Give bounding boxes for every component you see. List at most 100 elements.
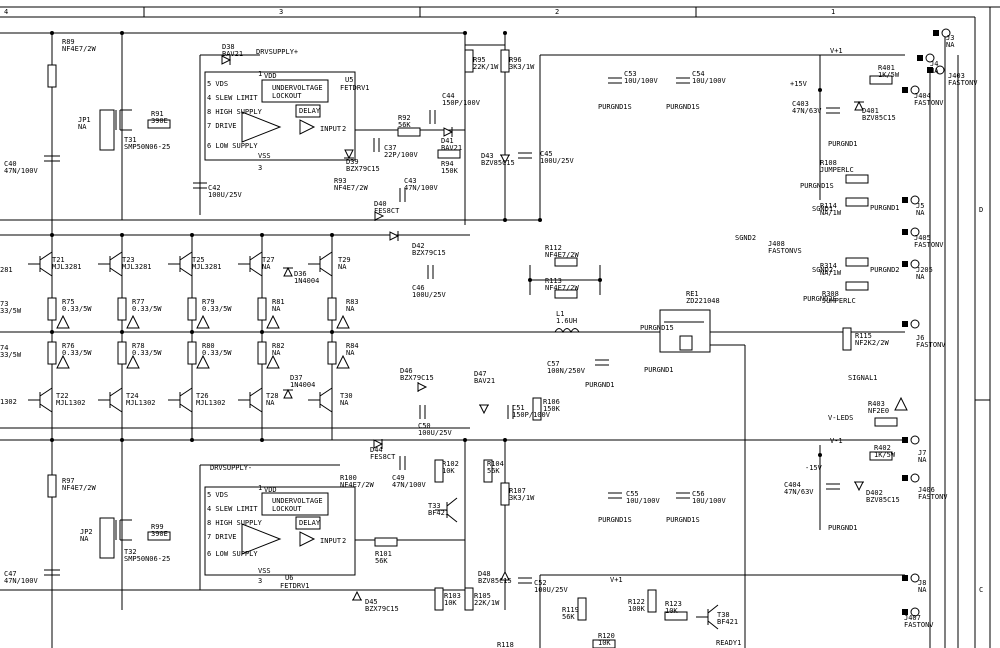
ic-ref: U6	[285, 574, 293, 582]
ic-pin: 5 VDS	[207, 80, 228, 88]
component-value: NA/1W	[820, 269, 842, 277]
component-ref: C46	[412, 284, 425, 292]
connector-value: NA	[916, 273, 925, 281]
component-value: NA	[78, 123, 87, 131]
component-ref: C50	[418, 422, 431, 430]
ic-uvlo: UNDERVOLTAGE	[272, 84, 323, 92]
component-ref: D42	[412, 242, 425, 250]
component-ref: C49	[392, 474, 405, 482]
connector-ref: J405	[914, 234, 931, 242]
component-ref: D402	[866, 489, 883, 497]
component-value: 10K	[442, 467, 455, 475]
component-ref: C403	[792, 100, 809, 108]
ic-pin: 5 VDS	[207, 491, 228, 499]
component-ref: D45	[365, 598, 378, 606]
component-value: MJL1302	[196, 399, 226, 407]
component-ref: 74	[0, 344, 8, 352]
component-value: 100U/25V	[412, 291, 447, 299]
connector-terminal-icon	[910, 195, 920, 205]
connector-ref: J205	[916, 266, 933, 274]
net-label: V+1	[610, 576, 623, 584]
component-value: 10U/100V	[626, 497, 661, 505]
component-value: 150K	[543, 405, 561, 413]
component-value: JUMPERLC	[822, 297, 856, 305]
net-label: SGND1	[812, 205, 833, 213]
component-ref: PURGND1	[644, 366, 674, 374]
component-value: 1K/5W	[874, 451, 896, 459]
component-ref: PURGND1S	[598, 516, 632, 524]
component-value: 56K	[398, 121, 411, 129]
component-value: NA	[340, 399, 349, 407]
ic-pin-number: 3	[258, 577, 262, 585]
ic-pin-number: 2	[342, 125, 346, 133]
component-ref: PURGND1	[828, 140, 858, 148]
component-value: 100K	[628, 605, 646, 613]
component-ref: T27	[262, 256, 275, 264]
component-ref: R96	[509, 56, 522, 64]
component-value: NF4E7/2W	[62, 45, 97, 53]
component-ref: R401	[878, 64, 895, 72]
component-ref: R84	[346, 342, 359, 350]
component-value: NA	[266, 399, 275, 407]
component-value: 47N/100V	[404, 184, 439, 192]
component-value: NA	[346, 349, 355, 357]
component-ref: D38	[222, 43, 235, 51]
net-label: +15V	[790, 80, 808, 88]
component-value: MJL1302	[56, 399, 86, 407]
ic-pin-number: 1	[258, 484, 262, 492]
component-ref: R113	[545, 277, 562, 285]
ic-delay: DELAY	[299, 519, 321, 527]
component-value: NF2E0	[868, 407, 889, 415]
component-ref: R123	[665, 600, 682, 608]
warning-triangle-icon	[126, 314, 140, 329]
component-value: 10U/100V	[692, 77, 727, 85]
net-label: PURGND15	[640, 324, 674, 332]
component-ref: C404	[784, 481, 801, 489]
connector-value: NA	[946, 41, 955, 49]
component-ref: C44	[442, 92, 455, 100]
component-ref: R120	[598, 632, 615, 640]
component-value: 0.33/5W	[202, 349, 232, 357]
warning-triangle-icon	[196, 314, 210, 329]
component-ref: D39	[346, 158, 359, 166]
component-value: BAV21	[441, 144, 462, 152]
component-ref: R104	[487, 460, 504, 468]
ic-uvlo: LOCKOUT	[272, 505, 302, 513]
connector-terminal-icon	[910, 319, 920, 329]
component-ref: C43	[404, 177, 417, 185]
component-value: 10U/100V	[624, 77, 659, 85]
connector-ref: J406	[918, 486, 935, 494]
component-ref: T22	[56, 392, 69, 400]
component-value: 100N/250V	[547, 367, 586, 375]
component-value: MJL3281	[192, 263, 222, 271]
component-ref: T29	[338, 256, 351, 264]
component-value: 10K	[444, 599, 457, 607]
component-ref: R93	[334, 177, 347, 185]
component-value: FES8CT	[374, 207, 400, 215]
component-ref: C57	[547, 360, 560, 368]
component-ref: R114	[820, 202, 837, 210]
ic-input: INPUT	[320, 125, 342, 133]
net-label: V+1	[830, 47, 843, 55]
component-value: BZX79C15	[400, 374, 434, 382]
component-ref: PURGND1	[828, 524, 858, 532]
component-value: 0.33/5W	[62, 349, 92, 357]
component-ref: T28	[266, 392, 279, 400]
passive-components	[44, 49, 898, 648]
connector-labels: J3NAJ4NAJ403FASTONVJ404FASTONVJ5NAJ405FA…	[904, 34, 978, 629]
connector-pin-icon	[927, 67, 933, 73]
component-value: 56K	[375, 557, 388, 565]
component-value: 10U/100V	[692, 497, 727, 505]
component-value: 33/5W	[0, 351, 22, 359]
component-value: 150P/100V	[442, 99, 481, 107]
connector-value: NA	[918, 586, 927, 594]
component-labels: R89NF4E7/2WJP1NAR91390ET31SMP50N06-25C40…	[0, 38, 900, 648]
connector-terminal-icon	[910, 607, 920, 617]
power-transistors	[28, 109, 333, 559]
connector-ref: J403	[948, 72, 965, 80]
ic-uvlo: UNDERVOLTAGE	[272, 497, 323, 505]
column-label: 1	[831, 8, 835, 16]
component-ref: C45	[540, 150, 553, 158]
component-value: 10K	[665, 607, 678, 615]
